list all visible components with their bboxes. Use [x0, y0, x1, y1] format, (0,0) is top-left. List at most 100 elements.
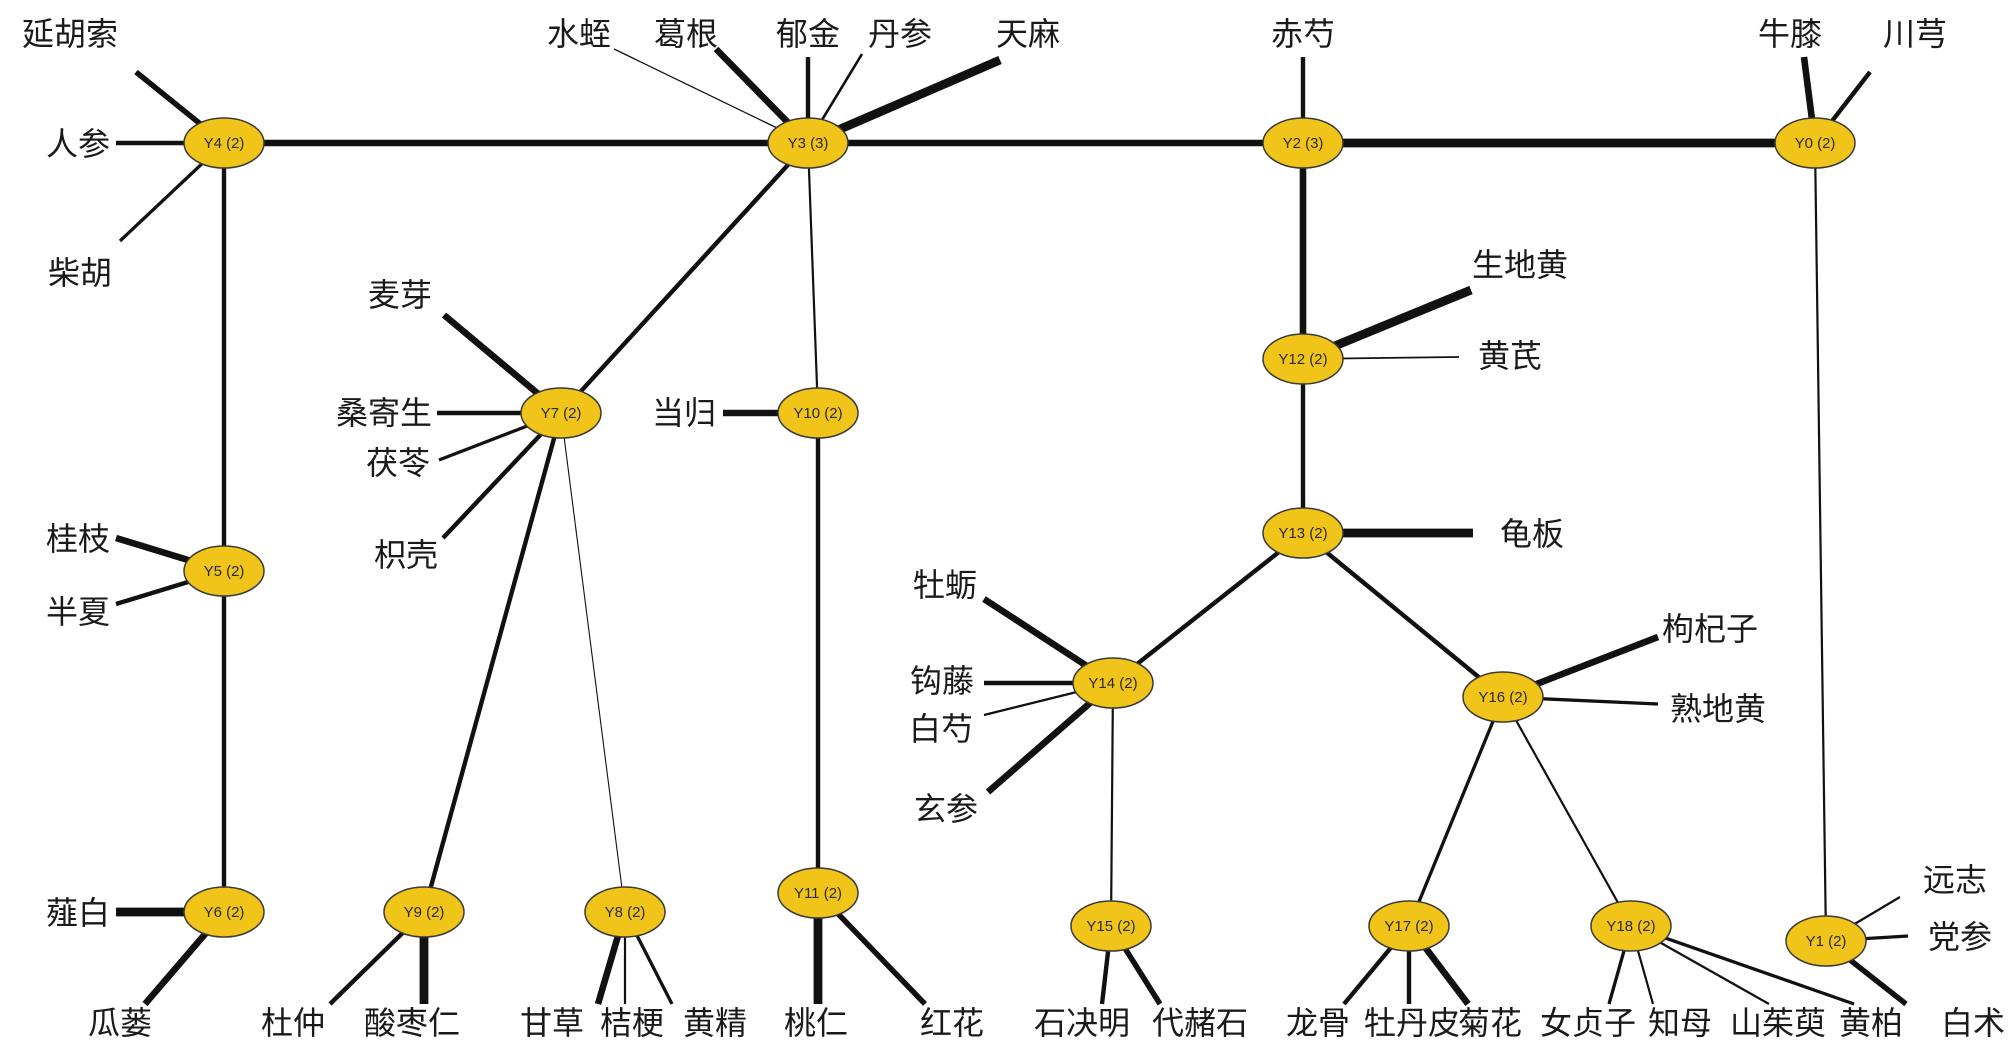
node-ellipse — [767, 117, 849, 169]
node-ellipse — [1590, 900, 1672, 952]
node-ellipse — [1368, 900, 1450, 952]
node-ellipse — [1462, 671, 1544, 723]
node-label: Y5 (2) — [204, 563, 245, 580]
node-y8: Y8 (2) — [584, 886, 666, 938]
node-ellipse — [777, 867, 859, 919]
node-ellipse — [1774, 117, 1856, 169]
node-y3: Y3 (3) — [767, 117, 849, 169]
herb-label: 丹参 — [868, 15, 932, 53]
node-edge — [1301, 531, 1505, 699]
herb-label: 牛膝 — [1758, 15, 1822, 53]
herb-label: 石决明 — [1034, 1004, 1130, 1040]
herb-label: 山茱萸 — [1730, 1004, 1826, 1040]
node-y1: Y1 (2) — [1785, 915, 1867, 967]
node-label: Y9 (2) — [404, 904, 445, 921]
node-edge — [1109, 682, 1115, 927]
herb-label: 延胡索 — [22, 15, 118, 53]
node-label: Y14 (2) — [1088, 675, 1137, 692]
node-edge — [1502, 696, 1632, 927]
node-label: Y4 (2) — [204, 135, 245, 152]
node-y4: Y4 (2) — [183, 117, 265, 169]
node-label: Y6 (2) — [204, 904, 245, 921]
herb-label: 玄参 — [914, 790, 978, 828]
node-ellipse — [1262, 117, 1344, 169]
node-y12: Y12 (2) — [1262, 333, 1344, 385]
herb-label: 薤白 — [46, 894, 110, 932]
herb-label: 枸杞子 — [1662, 610, 1758, 648]
node-ellipse — [1262, 333, 1344, 385]
node-y6: Y6 (2) — [183, 886, 265, 938]
node-edge — [806, 142, 820, 414]
herb-label: 红花 — [920, 1004, 984, 1040]
node-label: Y12 (2) — [1278, 351, 1327, 368]
herb-label: 黄柏 — [1839, 1004, 1903, 1040]
node-y2: Y2 (3) — [1262, 117, 1344, 169]
node-ellipse — [183, 545, 265, 597]
node-label: Y0 (2) — [1795, 135, 1836, 152]
herb-label: 杜仲 — [261, 1004, 325, 1040]
node-y15: Y15 (2) — [1070, 900, 1152, 952]
herb-label: 枳壳 — [374, 536, 438, 574]
node-y17: Y17 (2) — [1368, 900, 1450, 952]
herb-label: 牡丹皮 — [1364, 1004, 1460, 1040]
node-label: Y16 (2) — [1478, 689, 1527, 706]
herb-label: 生地黄 — [1472, 246, 1568, 284]
herb-label: 茯苓 — [366, 444, 430, 482]
herb-label: 白术 — [1941, 1004, 2005, 1040]
leaf-line-layer — [115, 46, 1909, 1007]
herb-label: 熟地黄 — [1670, 690, 1766, 728]
node-layer: Y0 (2) Y1 (2) Y2 (3) Y3 (3) Y4 (2) Y5 (2) Y6 (… — [183, 117, 1867, 967]
herb-label: 桂枝 — [46, 520, 110, 558]
node-ellipse — [520, 387, 602, 439]
node-y0: Y0 (2) — [1774, 117, 1856, 169]
node-label: Y11 (2) — [794, 885, 842, 902]
node-label: Y15 (2) — [1086, 918, 1135, 935]
node-y16: Y16 (2) — [1462, 671, 1544, 723]
label-layer: 延胡索人参柴胡水蛭葛根郁金丹参天麻赤芍牛膝川芎生地黄黄芪麦芽桑寄生茯苓枳壳当归龟… — [22, 15, 2005, 1040]
node-y7: Y7 (2) — [520, 387, 602, 439]
edge-layer — [221, 138, 1828, 942]
node-y18: Y18 (2) — [1590, 900, 1672, 952]
node-ellipse — [183, 117, 265, 169]
herb-label: 知母 — [1648, 1004, 1712, 1040]
herb-label: 水蛭 — [547, 15, 611, 53]
herb-label: 瓜蒌 — [88, 1004, 152, 1040]
node-ellipse — [383, 886, 465, 938]
herb-label: 川芎 — [1883, 15, 1947, 53]
node-edge — [559, 141, 810, 415]
node-ellipse — [1070, 900, 1152, 952]
herb-label: 白芍 — [909, 710, 973, 748]
node-label: Y8 (2) — [605, 904, 646, 921]
node-label: Y2 (3) — [1283, 135, 1324, 152]
node-label: Y7 (2) — [541, 405, 582, 422]
herb-label: 桑寄生 — [336, 394, 432, 432]
node-edge — [1111, 531, 1305, 685]
herb-label: 天麻 — [996, 15, 1060, 53]
herb-label: 当归 — [652, 394, 716, 432]
node-edge — [1407, 696, 1505, 927]
herb-label: 黄芪 — [1478, 337, 1542, 375]
herb-label: 柴胡 — [48, 254, 112, 292]
herb-label: 牡蛎 — [913, 566, 977, 604]
node-y10: Y10 (2) — [777, 387, 859, 439]
herb-label: 远志 — [1923, 861, 1987, 899]
herb-label: 钩藤 — [910, 662, 974, 700]
node-y5: Y5 (2) — [183, 545, 265, 597]
herb-label: 酸枣仁 — [364, 1004, 460, 1040]
node-edge — [421, 412, 564, 913]
herb-label: 代赭石 — [1152, 1004, 1248, 1040]
node-ellipse — [1262, 507, 1344, 559]
node-ellipse — [183, 886, 265, 938]
herb-label: 人参 — [46, 125, 110, 163]
node-y11: Y11 (2) — [777, 867, 859, 919]
herb-label: 赤芍 — [1271, 15, 1335, 53]
node-ellipse — [584, 886, 666, 938]
herb-label: 黄精 — [683, 1004, 747, 1040]
node-label: Y13 (2) — [1278, 525, 1327, 542]
herb-label: 菊花 — [1458, 1004, 1522, 1040]
herb-label: 桔梗 — [600, 1004, 664, 1040]
herb-label: 甘草 — [520, 1004, 584, 1040]
node-ellipse — [777, 387, 859, 439]
node-y13: Y13 (2) — [1262, 507, 1344, 559]
